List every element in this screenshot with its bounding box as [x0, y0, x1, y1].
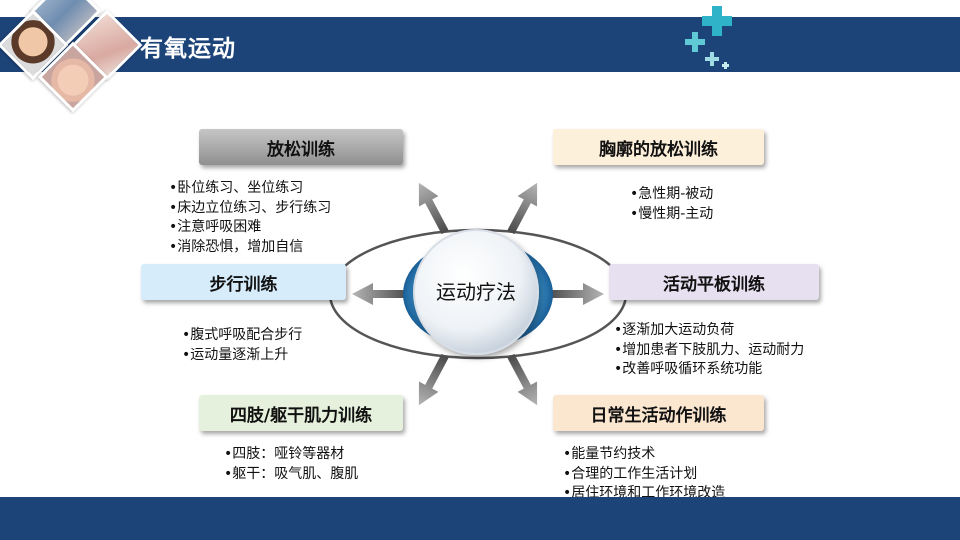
arrow-upper-right	[507, 182, 538, 235]
list-item: •逐渐加大运动负荷	[614, 322, 735, 338]
list-item: •消除恐惧，增加自信	[169, 238, 304, 255]
walk-training-box: 步行训练	[141, 264, 346, 300]
chest-relax-training-box: 胸廓的放松训练	[553, 129, 764, 165]
center-orb	[413, 229, 539, 355]
list-item: •慢性期-主动	[630, 205, 714, 222]
list-item: •四肢：哑铃等器材	[224, 446, 345, 462]
list-item: •改善呼吸循环系统功能	[614, 361, 763, 377]
list-item: •注意呼吸困难	[169, 219, 262, 235]
footer-bar	[0, 497, 960, 540]
list-item: •床边立位练习、步行练习	[169, 199, 332, 216]
list-item: •能量节约技术	[563, 446, 656, 462]
list-item: •腹式呼吸配合步行	[182, 327, 303, 343]
limb-trunk-list: •四肢：哑铃等器材 •躯干：吸气肌、腹肌	[224, 445, 358, 484]
list-item: •躯干：吸气肌、腹肌	[224, 465, 359, 482]
daily-activity-list: •能量节约技术 •合理的工作生活计划 •居住环境和工作环境改造	[563, 445, 725, 504]
medical-cross-icons	[685, 6, 732, 69]
header-bar	[0, 17, 960, 72]
list-item: •卧位练习、坐位练习	[169, 180, 304, 196]
daily-activity-training-box: 日常生活动作训练	[553, 395, 764, 431]
list-item: •运动量逐渐上升	[182, 346, 289, 363]
walk-training-list: •腹式呼吸配合步行 •运动量逐渐上升	[182, 326, 302, 365]
treadmill-training-box: 活动平板训练	[609, 264, 819, 300]
list-item: •合理的工作生活计划	[563, 465, 698, 482]
arrow-lower-right	[507, 353, 538, 406]
list-item: •增加患者下肢肌力、运动耐力	[614, 341, 805, 358]
arrow-upper-left	[418, 182, 449, 235]
chest-relax-list: •急性期-被动 •慢性期-主动	[630, 185, 713, 224]
list-item: •急性期-被动	[630, 186, 714, 202]
limb-trunk-strength-box: 四肢/躯干肌力训练	[199, 395, 403, 431]
page-title: 有氧运动	[140, 36, 236, 62]
relax-training-box: 放松训练	[199, 129, 403, 165]
arrow-left	[352, 283, 408, 305]
arrow-right	[548, 283, 604, 305]
center-label: 运动疗法	[436, 280, 516, 304]
treadmill-training-list: •逐渐加大运动负荷 •增加患者下肢肌力、运动耐力 •改善呼吸循环系统功能	[614, 321, 804, 380]
relax-training-list: •卧位练习、坐位练习 •床边立位练习、步行练习 •注意呼吸困难 •消除恐惧，增加…	[169, 179, 331, 257]
arrow-lower-left	[418, 353, 449, 406]
